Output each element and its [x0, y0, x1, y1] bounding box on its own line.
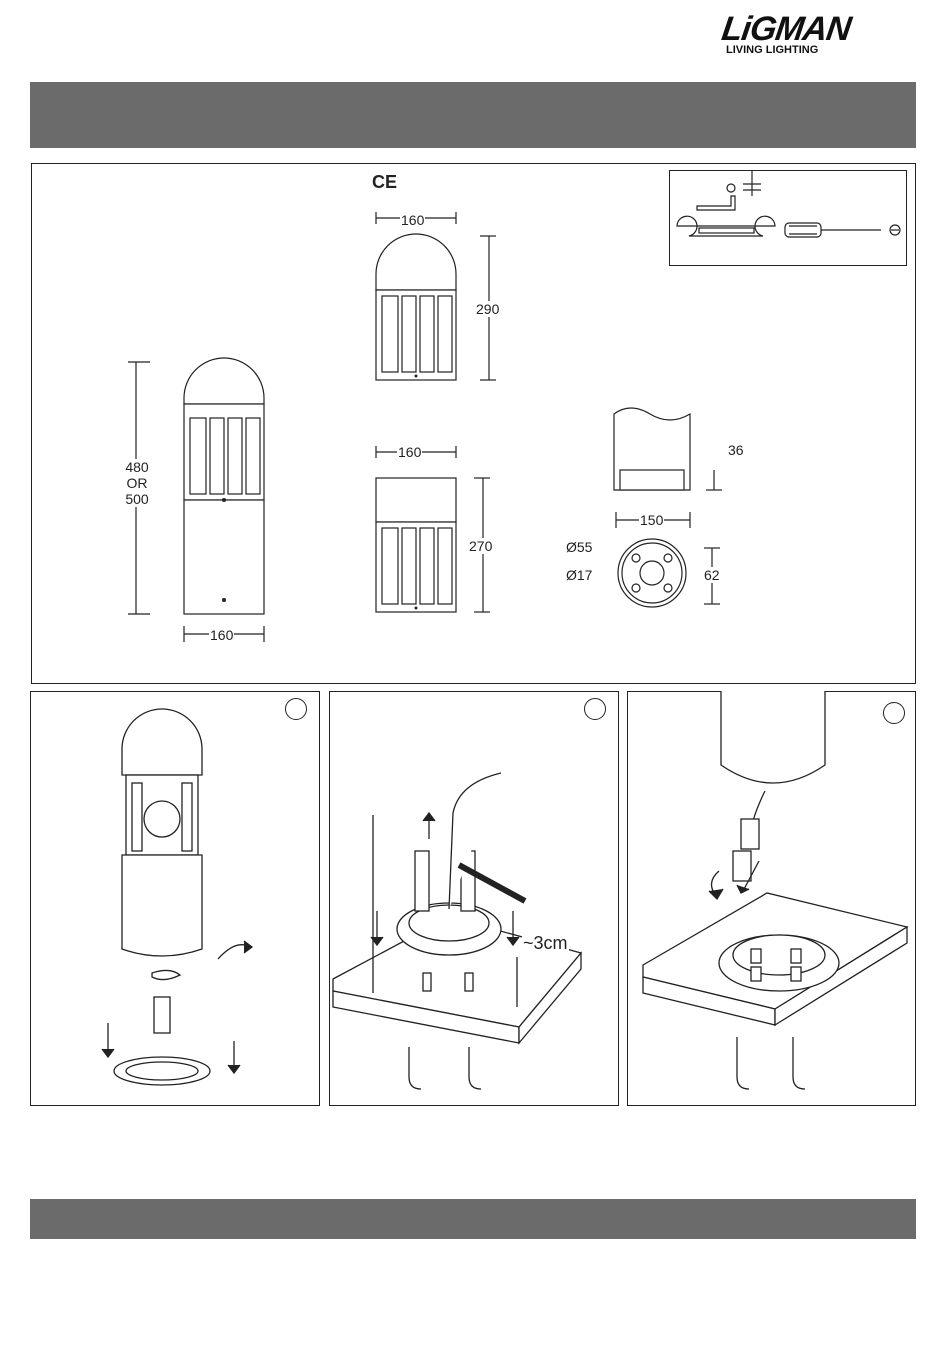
step-1-illustration: [30, 691, 320, 1106]
concrete-depth-label: ~3cm: [522, 935, 569, 951]
dim-top-width: 160: [400, 212, 425, 228]
dim-tall-width: 160: [209, 627, 234, 643]
step-2-illustration: [329, 691, 619, 1106]
step-3-illustration: [627, 691, 916, 1106]
dim-base-width: 150: [639, 512, 664, 528]
screwdriver-icon: [785, 223, 821, 237]
dim-mid-width: 160: [397, 444, 422, 460]
dim-base-height: 36: [727, 442, 745, 458]
tools-illustration: [669, 170, 907, 266]
footer-band: [30, 1199, 916, 1239]
allen-key-icon: [697, 196, 735, 210]
dim-top-height: 290: [475, 301, 500, 317]
lamp-flat-top-drawing: [372, 444, 502, 616]
dim-hole-large: Ø55: [565, 539, 593, 555]
dim-tall-height: 480 OR 500: [119, 459, 155, 507]
lamp-head-drawing: [372, 212, 502, 384]
dim-mid-height: 270: [468, 538, 493, 554]
dim-hole-spacing: 62: [703, 567, 721, 583]
ball-icon: [727, 184, 735, 192]
dim-hole-small: Ø17: [565, 567, 593, 583]
brand-tagline: LIVING LIGHTING: [726, 44, 818, 56]
brand-logo: LiGMAN LIVING LIGHTING: [722, 10, 922, 60]
header-band: [30, 82, 916, 148]
ce-mark: CE: [372, 172, 397, 193]
